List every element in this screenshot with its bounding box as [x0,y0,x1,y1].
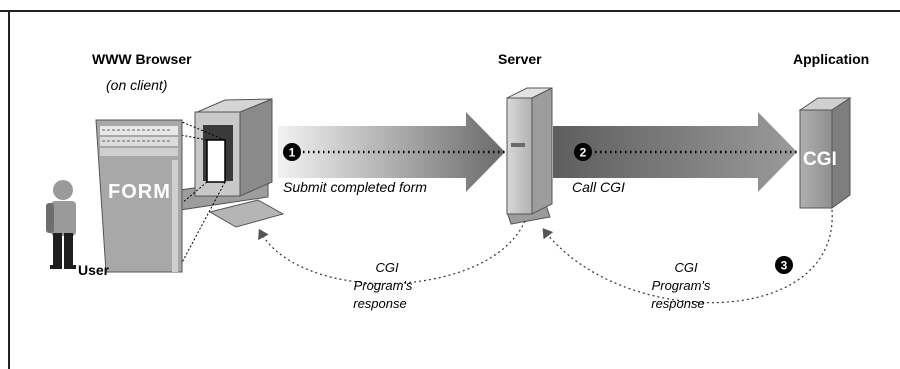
step-1-label: Submit completed form [283,179,427,195]
user-figure [46,180,76,269]
response-1-line3: response [353,296,406,311]
request-arrow [278,112,505,192]
form-window [95,119,183,273]
step-2-badge: 2 [574,143,592,161]
cgi-box-label: CGI [803,149,837,170]
step-2-label: Call CGI [572,179,625,195]
step-3-badge: 3 [775,256,793,274]
step-1-number: 1 [289,146,296,160]
response-label-1: CGI Program's response [353,260,413,311]
response-2-line2: Program's [652,278,711,293]
browser-subtitle: (on client) [106,77,167,93]
application-label: Application [793,51,869,67]
response-1-line2: Program's [354,278,413,293]
browser-title: WWW Browser [92,51,192,67]
response-arrow-to-client [258,220,526,285]
step-3-number: 3 [781,259,788,273]
step-2-number: 2 [580,146,587,160]
step-1-badge: 1 [283,143,301,161]
response-2-line3: response [651,296,704,311]
user-label: User [78,262,110,278]
cgi-application-box [798,97,852,209]
server-machine [506,87,553,225]
response-2-line1: CGI [674,260,698,275]
client-computer [179,98,285,228]
form-label: FORM [108,181,171,203]
response-label-2: CGI Program's response [651,260,711,311]
response-1-line1: CGI [375,260,399,275]
server-label: Server [498,51,542,67]
